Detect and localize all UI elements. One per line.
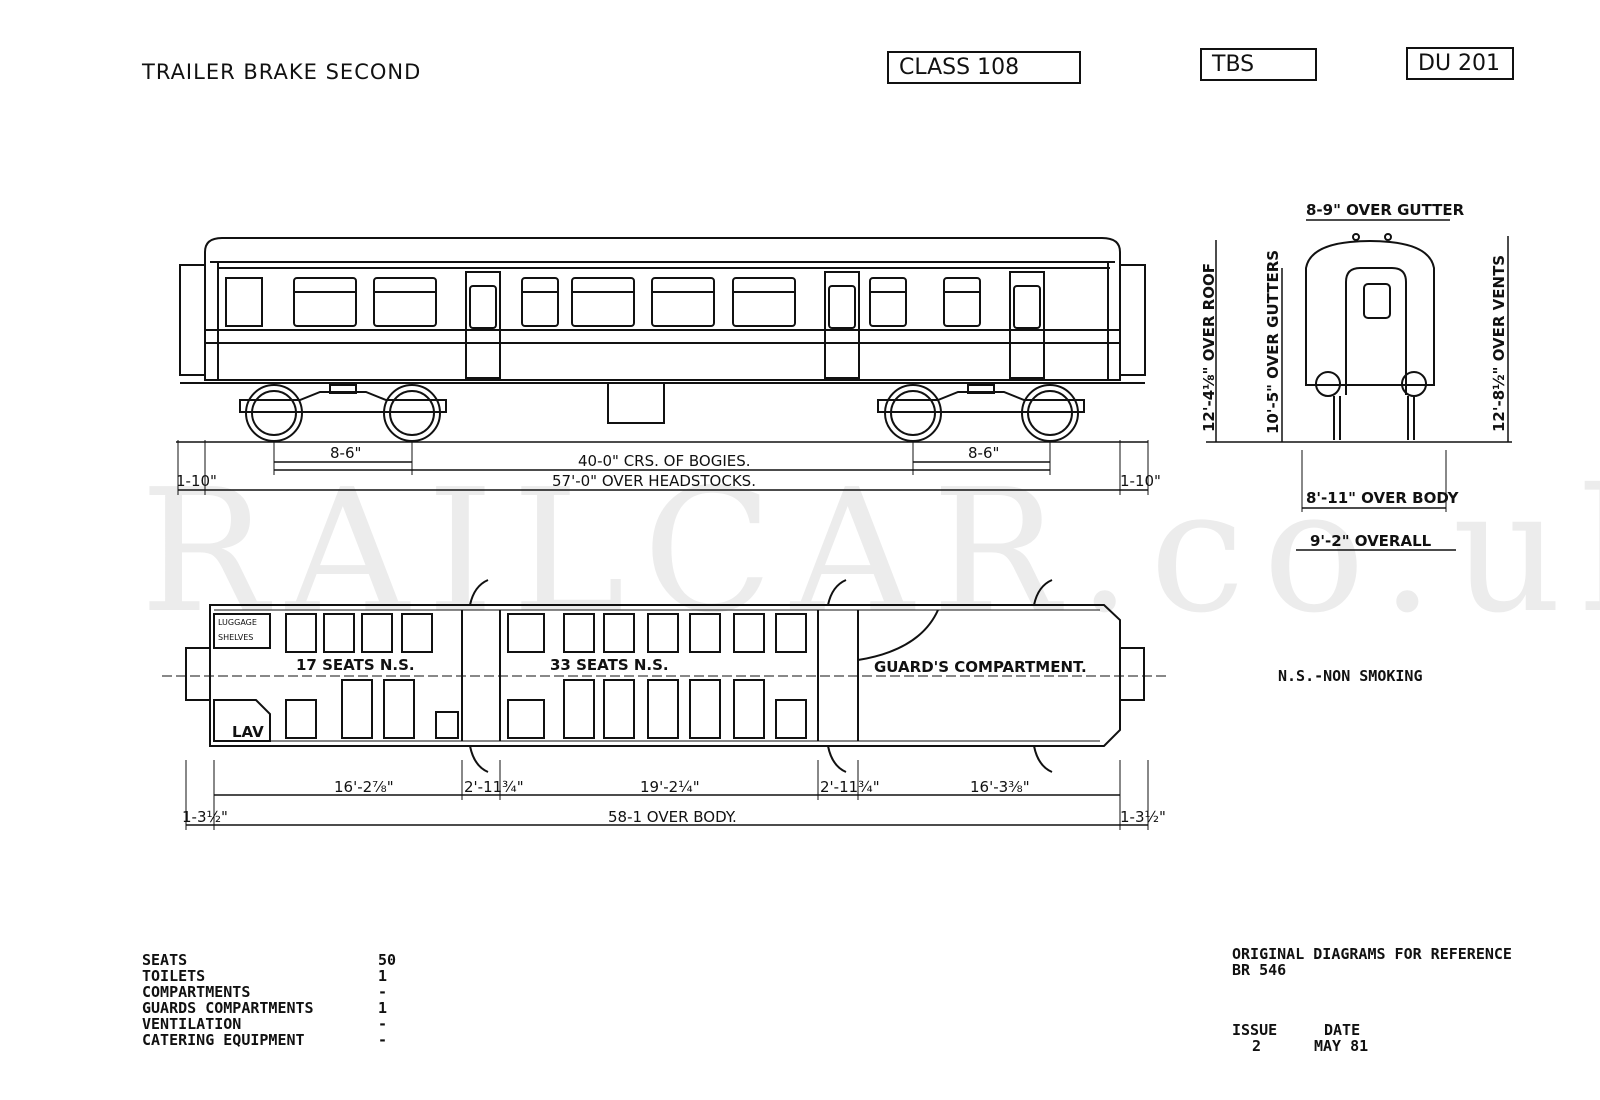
stats-row: CATERING EQUIPMENT- [142, 1031, 388, 1049]
dim-end-left: 1-10" [176, 472, 217, 490]
dim-over-vents: 12'-8½" OVER VENTS [1490, 255, 1508, 432]
class-box: CLASS 108 [887, 51, 1081, 84]
end-elevation [1206, 219, 1512, 551]
dim-over-body: 8'-11" OVER BODY [1306, 489, 1460, 507]
dim-bogie-left: 8-6" [330, 444, 361, 462]
dim-door2: 2'-11¾" [820, 778, 880, 796]
dim-over-headstocks: 57'-0" OVER HEADSTOCKS. [552, 472, 756, 490]
stats-row: COMPARTMENTS- [142, 983, 388, 1001]
issue-value: 2 [1252, 1037, 1262, 1055]
dim-plan-over-body: 58-1 OVER BODY. [608, 808, 737, 826]
reference-block: ORIGINAL DIAGRAMS FOR REFERENCE BR 546 [1232, 946, 1512, 978]
stats-row: VENTILATION- [142, 1015, 388, 1033]
reference-line2: BR 546 [1232, 961, 1287, 979]
diagram-code-box: DU 201 [1406, 47, 1514, 80]
lav-label: LAV [232, 723, 264, 741]
date-label: DATE [1324, 1021, 1361, 1039]
drawing-title: TRAILER BRAKE SECOND [142, 60, 422, 84]
dim-over-gutter: 8-9" OVER GUTTER [1306, 201, 1465, 219]
luggage-label: LUGGAGE [218, 618, 257, 627]
type-code-box: TBS [1200, 48, 1317, 81]
dim-sec3: 16'-3⅜" [970, 778, 1030, 796]
dim-sec2: 19'-2¼" [640, 778, 700, 796]
plan-view [162, 579, 1168, 830]
guards-compartment-label: GUARD'S COMPARTMENT. [874, 658, 1087, 676]
dim-plan-end-right: 1-3½" [1120, 808, 1166, 826]
date-value: MAY 81 [1314, 1037, 1369, 1055]
watermark: RAILCAR.co.uk [140, 453, 1600, 651]
bogie-left [239, 384, 447, 442]
dim-end-right: 1-10" [1120, 472, 1161, 490]
dim-over-roof: 12'-4⅛" OVER ROOF [1200, 263, 1218, 432]
dim-overall: 9'-2" OVERALL [1310, 532, 1432, 550]
bogie-right [877, 384, 1085, 442]
reference-line1: ORIGINAL DIAGRAMS FOR REFERENCE [1232, 945, 1512, 963]
non-smoking-note: N.S.-NON SMOKING [1278, 667, 1423, 685]
dim-plan-end-left: 1-3½" [182, 808, 228, 826]
dim-bogie-centres: 40-0" CRS. OF BOGIES. [578, 452, 751, 470]
issue-label: ISSUE [1232, 1021, 1278, 1039]
shelves-label: SHELVES [218, 633, 253, 642]
seats-17-label: 17 SEATS N.S. [296, 656, 415, 674]
dim-bogie-right: 8-6" [968, 444, 999, 462]
dim-sec1: 16'-2⅞" [334, 778, 394, 796]
dim-door1: 2'-11¾" [464, 778, 524, 796]
seats-33-label: 33 SEATS N.S. [550, 656, 669, 674]
dim-over-gutters: 10'-5" OVER GUTTERS [1264, 250, 1282, 434]
side-elevation [176, 237, 1149, 495]
